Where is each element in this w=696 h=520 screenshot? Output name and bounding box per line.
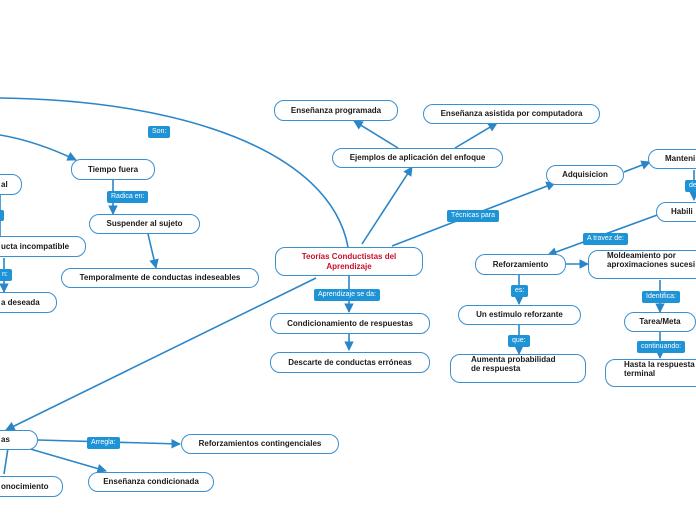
root-node-teorias-conductistas[interactable]: Teorías Conductistas del Aprendizaje: [275, 247, 423, 276]
node-label: Reforzamiento: [492, 259, 549, 269]
node-label: Reforzamientos contingenciales: [198, 439, 322, 449]
node-label-line1: Moldeamiento por: [607, 251, 676, 260]
edge-ejemplos: [361, 166, 413, 245]
node-descarte-conductas[interactable]: Descarte de conductas erróneas: [270, 352, 430, 373]
edge-root-son: [0, 97, 349, 248]
node-tarea-meta[interactable]: Tarea/Meta: [624, 312, 696, 332]
node-label: Temporalmente de conductas indeseables: [79, 273, 241, 283]
node-label: Descarte de conductas erróneas: [288, 357, 412, 367]
node-temporalmente-indeseables[interactable]: Temporalmente de conductas indeseables: [61, 268, 259, 288]
node-label: Ejemplos de aplicación del enfoque: [349, 153, 486, 163]
node-condicionamiento-respuestas[interactable]: Condicionamiento de respuestas: [270, 313, 430, 334]
node-ensenanza-programada[interactable]: Enseñanza programada: [274, 100, 398, 121]
node-label: as: [1, 435, 10, 445]
edge-mantenimiento: [623, 160, 651, 173]
edge-asistida: [454, 122, 498, 149]
tag-radica-en: Radica en:: [107, 191, 149, 203]
node-label-line2: de respuesta: [471, 364, 521, 374]
tag-aprendizaje-se-da: Aprendizaje se da:: [314, 289, 380, 301]
node-ensenanza-condicionada[interactable]: Enseñanza condicionada: [88, 472, 214, 492]
node-left-conducta-incompatible[interactable]: ucta incompatible: [0, 236, 86, 257]
node-left-al[interactable]: al: [0, 174, 22, 195]
node-left-deseada[interactable]: a deseada: [0, 292, 57, 313]
node-estimulo-reforzante[interactable]: Un estimulo reforzante: [458, 305, 581, 325]
node-label: Enseñanza asistida por computadora: [440, 109, 583, 119]
edge-tiempo-fuera: [0, 134, 77, 161]
node-label: onocimiento: [1, 481, 49, 491]
node-moldeamiento[interactable]: Moldeamiento por aproximaciones sucesi: [588, 250, 696, 279]
edge-programada: [353, 120, 399, 149]
node-label: Tiempo fuera: [87, 164, 139, 174]
node-label: Condicionamiento de respuestas: [287, 318, 413, 328]
node-suspender-sujeto[interactable]: Suspender al sujeto: [89, 214, 200, 234]
node-label: Enseñanza condicionada: [103, 477, 199, 487]
tag-es: es:: [511, 285, 529, 297]
node-ensenanza-asistida[interactable]: Enseñanza asistida por computadora: [423, 104, 600, 124]
node-label: Manteni: [665, 154, 696, 164]
node-reforzamiento[interactable]: Reforzamiento: [475, 254, 566, 275]
tag-son: Son:: [148, 126, 171, 138]
node-label-line2: aproximaciones sucesi: [607, 260, 696, 270]
node-habilidades[interactable]: Habili: [656, 202, 696, 222]
node-label: Suspender al sujeto: [106, 219, 183, 229]
tag-tecnicas-para: Técnicas para: [447, 210, 499, 222]
edge-condicionada: [19, 445, 107, 474]
tag-left-blank: [0, 210, 4, 221]
node-label: a deseada: [1, 297, 40, 307]
node-label: ucta incompatible: [1, 241, 70, 251]
tag-a-traves-de: A travez de:: [583, 233, 628, 245]
node-left-conocimiento[interactable]: onocimiento: [0, 476, 63, 497]
node-label: al: [1, 179, 8, 189]
node-label: Un estimulo reforzante: [476, 310, 563, 320]
node-adquisicion[interactable]: Adquisicion: [546, 165, 624, 185]
tag-continuando: continuando:: [637, 341, 686, 353]
root-title-line2: Aprendizaje: [326, 261, 372, 271]
node-label: Adquisicion: [562, 170, 608, 180]
tag-de: de: [685, 180, 696, 192]
tag-left-n: n:: [0, 269, 12, 281]
node-reforzamientos-contingenciales[interactable]: Reforzamientos contingenciales: [181, 434, 339, 454]
node-label: Habili: [671, 207, 693, 217]
root-title-line1: Teorías Conductistas del: [301, 252, 397, 262]
node-ejemplos-aplicacion[interactable]: Ejemplos de aplicación del enfoque: [332, 148, 503, 168]
tag-que: que:: [508, 335, 530, 347]
node-aumenta-probabilidad[interactable]: Aumenta probabilidad de respuesta: [450, 354, 586, 383]
tag-arregla: Arregla:: [87, 437, 120, 449]
node-label-line1: Aumenta probabilidad: [471, 355, 556, 364]
edge-temporalmente: [147, 233, 159, 269]
node-tiempo-fuera[interactable]: Tiempo fuera: [71, 159, 155, 180]
node-hasta-respuesta[interactable]: Hasta la respuesta terminal: [605, 359, 696, 387]
tag-identifica: Identifica:: [642, 291, 680, 303]
node-mantenimiento[interactable]: Manteni: [648, 149, 696, 169]
node-label-line2: terminal: [624, 369, 656, 379]
node-left-as[interactable]: as: [0, 430, 38, 450]
node-label: Enseñanza programada: [290, 105, 382, 115]
node-label-line1: Hasta la respuesta: [624, 360, 695, 369]
edge-root-left: [5, 277, 317, 431]
edge-conocimiento: [3, 447, 9, 475]
node-label: Tarea/Meta: [639, 317, 681, 327]
